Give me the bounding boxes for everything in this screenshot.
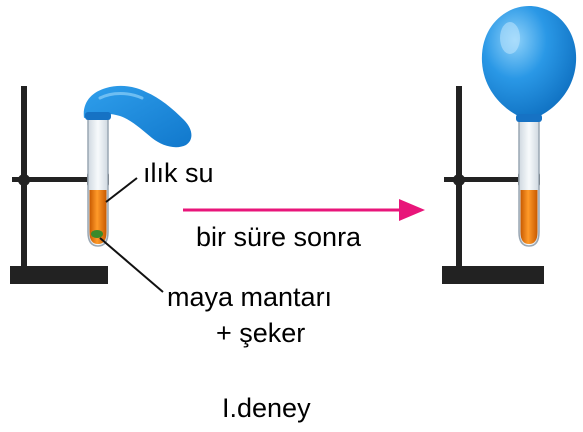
deflated-balloon-highlight	[98, 92, 144, 100]
warm-water-label: ılık su	[143, 158, 214, 188]
yeast-pointer	[99, 237, 164, 293]
left-clamp-knob	[18, 174, 30, 186]
yeast-label: maya mantarı	[167, 282, 333, 312]
time-arrow	[183, 199, 425, 221]
right-tube-liquid	[520, 190, 538, 244]
yeast-sugar-spot	[91, 230, 103, 238]
right-balloon-neck	[516, 114, 542, 122]
inflated-balloon-shine	[500, 22, 520, 54]
experiment-title: I.deney	[222, 393, 311, 423]
warm-water-pointer	[105, 177, 138, 203]
left-test-tube	[87, 107, 109, 247]
sugar-label: + şeker	[216, 318, 306, 348]
right-clamp-arm	[444, 177, 540, 182]
right-test-tube	[518, 115, 540, 247]
left-stand-base	[10, 266, 108, 284]
left-tube-liquid	[89, 190, 107, 244]
after-time-label: bir süre sonra	[196, 222, 362, 252]
right-clamp-knob	[453, 174, 465, 186]
inflated-balloon	[481, 6, 577, 120]
deflated-balloon	[83, 85, 192, 148]
left-balloon-neck	[85, 112, 111, 120]
left-clamp-arm	[12, 177, 106, 182]
right-stand-base	[442, 266, 544, 284]
